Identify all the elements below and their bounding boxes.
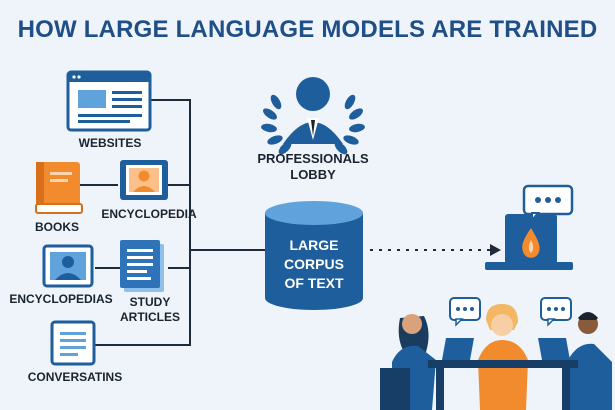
dotted-arrow: [370, 244, 501, 256]
source-label-conversations: CONVERSATINS: [27, 370, 123, 384]
website-icon: [66, 70, 152, 132]
book-icon: [35, 162, 83, 214]
study-articles-icon: [120, 240, 164, 292]
speech-bubble-icon: [449, 297, 481, 327]
source-label-websites: WEBSITES: [78, 136, 142, 150]
conversation-icon: [50, 320, 96, 366]
connector-lines: [80, 99, 265, 346]
corpus-label: LARGE CORPUS OF TEXT: [284, 237, 344, 291]
page-title: HOW LARGE LANGUAGE MODELS ARE TRAINED: [17, 16, 598, 43]
encyclopedias-user-icon: [42, 244, 94, 288]
laptop-flame-icon: [485, 184, 574, 270]
source-label-encyclopedia: ENCYCLOPEDIA: [101, 207, 197, 221]
source-label-encyclopedias: ENCYCLOPEDIAS: [9, 292, 113, 306]
encyclopedia-portrait-icon: [120, 160, 168, 200]
team-working-illustration: [380, 297, 612, 410]
professionals-lobby-label: PROFESSIONALS LOBBY: [257, 151, 369, 182]
source-label-books: BOOKS: [34, 220, 79, 234]
speech-bubble-icon: [540, 297, 572, 327]
source-label-study-articles: STUDY ARTICLES: [120, 295, 180, 324]
corpus-cylinder: [265, 201, 363, 310]
professional-laurel-icon: [261, 77, 365, 155]
